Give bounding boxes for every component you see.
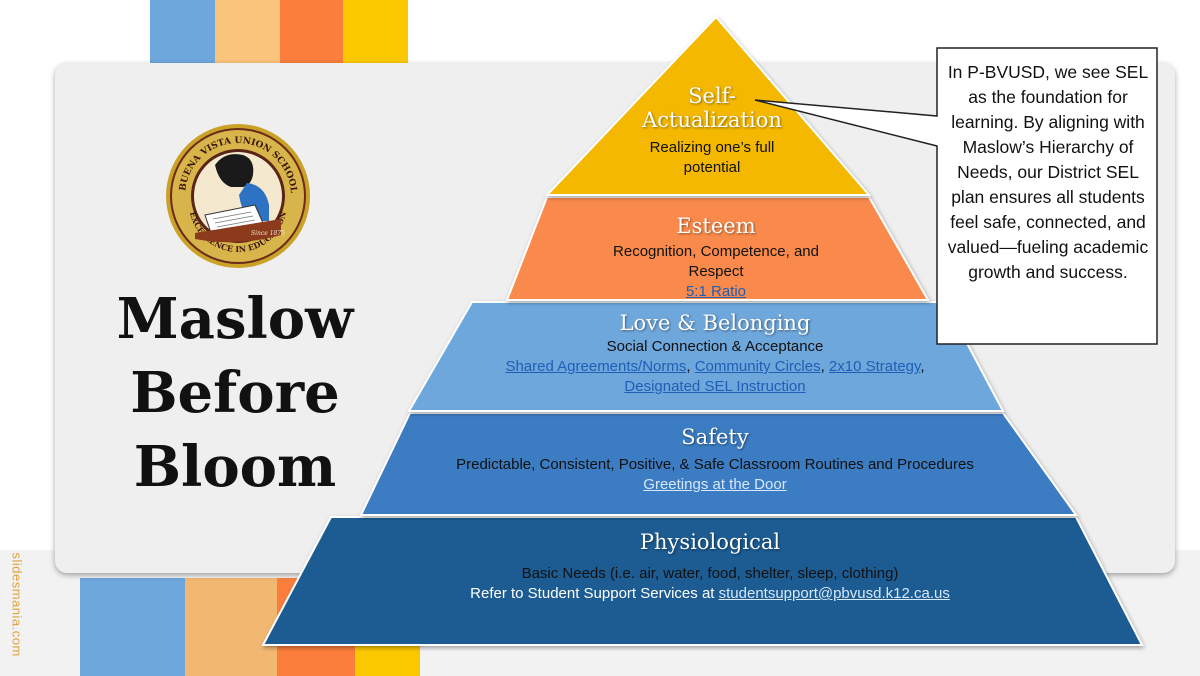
- safety-link-greetings[interactable]: Greetings at the Door: [643, 476, 787, 493]
- physiological-desc-2: Refer to Student Support Services at: [470, 585, 719, 602]
- stripe-blue-top: [150, 0, 215, 64]
- self-actualization-desc-1: Realizing one’s full: [649, 139, 775, 156]
- level-physiological-shape: [261, 516, 1144, 646]
- stripe-orange-top: [280, 0, 343, 64]
- self-actualization-desc-2: potential: [683, 159, 741, 176]
- level-love-belonging: Love & Belonging Social Connection & Acc…: [440, 311, 990, 397]
- safety-heading: Safety: [681, 425, 749, 449]
- stripe-peach-bottom: [185, 578, 277, 676]
- stripe-blue-bottom: [80, 578, 185, 676]
- level-love-shape: [407, 301, 1005, 412]
- esteem-desc-2: Respect: [688, 263, 744, 280]
- esteem-heading: Esteem: [676, 214, 756, 238]
- callout-bubble: [754, 47, 1158, 345]
- level-safety-shape: [359, 412, 1078, 516]
- title-line-3: Bloom: [133, 434, 337, 500]
- physiological-desc-1: Basic Needs (i.e. air, water, food, shel…: [521, 565, 899, 582]
- comma-3: ,: [920, 358, 925, 375]
- love-heading: Love & Belonging: [619, 311, 811, 335]
- comma-2: ,: [820, 358, 829, 375]
- level-esteem: Esteem Recognition, Competence, and Resp…: [556, 214, 876, 302]
- slide-title: Maslow Before Bloom: [100, 282, 370, 504]
- esteem-link-ratio[interactable]: 5:1 Ratio: [685, 283, 747, 300]
- physiological-heading: Physiological: [639, 530, 781, 554]
- safety-desc: Predictable, Consistent, Positive, & Saf…: [456, 456, 974, 473]
- love-link-sel-instruction[interactable]: Designated SEL Instruction: [624, 378, 806, 395]
- stripe-yellow-top: [343, 0, 408, 64]
- title-line-1: Maslow: [116, 286, 354, 352]
- love-link-2x10[interactable]: 2x10 Strategy: [828, 358, 921, 375]
- love-link-circles[interactable]: Community Circles: [694, 358, 821, 375]
- level-physiological: Physiological Basic Needs (i.e. air, wat…: [340, 530, 1080, 604]
- title-line-2: Before: [130, 360, 340, 426]
- level-self-actualization: Self- Actualization Realizing one’s full…: [612, 84, 812, 178]
- self-actualization-heading-1: Self-: [688, 84, 736, 108]
- stripe-peach-top: [215, 0, 280, 64]
- callout-text: In P-BVUSD, we see SEL as the foundation…: [947, 62, 1149, 282]
- level-esteem-shape: [505, 196, 930, 301]
- logo-since: Since 1875: [251, 230, 285, 237]
- district-logo: PANAMA – BUENA VISTA UNION SCHOOL DISTRI…: [165, 123, 310, 268]
- physiological-link-email[interactable]: studentsupport@pbvusd.k12.ca.us: [718, 585, 950, 602]
- love-desc: Social Connection & Acceptance: [606, 338, 824, 355]
- self-actualization-heading-2: Actualization: [642, 108, 782, 132]
- level-safety: Safety Predictable, Consistent, Positive…: [370, 425, 1060, 495]
- esteem-desc-1: Recognition, Competence, and: [613, 243, 819, 260]
- love-link-agreements[interactable]: Shared Agreements/Norms: [505, 358, 687, 375]
- comma-1: ,: [686, 358, 695, 375]
